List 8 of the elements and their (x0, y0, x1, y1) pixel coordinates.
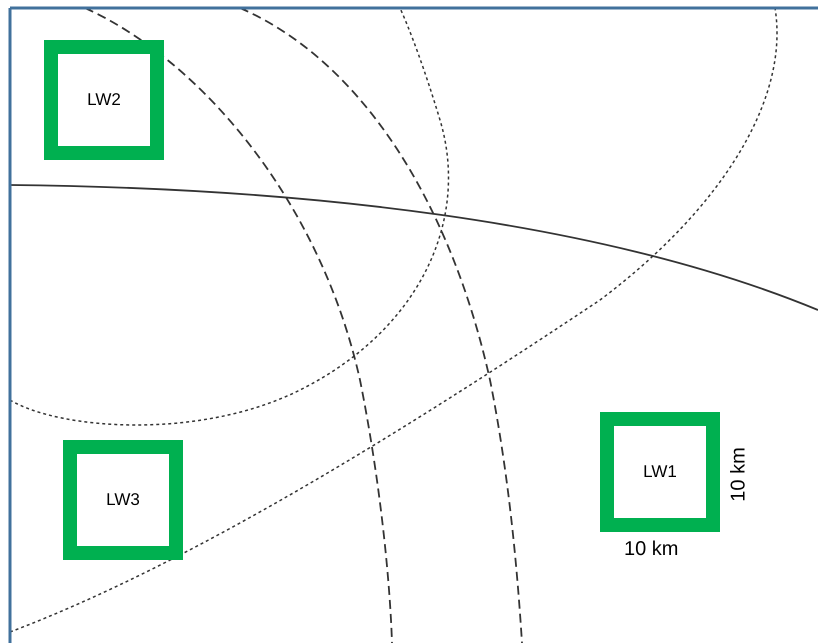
panel-square (44, 40, 164, 160)
panel-label: LW3 (106, 490, 140, 510)
dimension-label: 10 km (624, 538, 678, 561)
panel-label: LW2 (87, 90, 121, 110)
panel-square (63, 440, 183, 560)
panel-label: LW1 (643, 462, 677, 482)
panel-square (600, 412, 720, 532)
dimension-label: 10 km (728, 447, 751, 502)
